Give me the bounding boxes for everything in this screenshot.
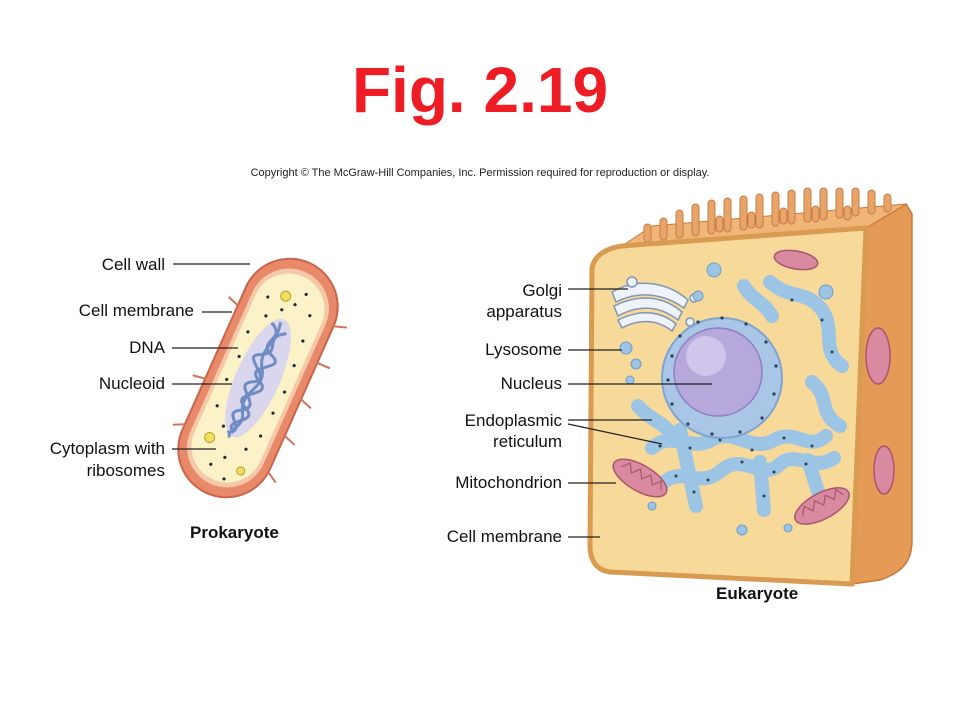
prokaryote-cell bbox=[172, 257, 348, 499]
label-er-line2: reticulum bbox=[493, 432, 562, 451]
dna-strands bbox=[227, 321, 287, 438]
side-mitochondria bbox=[865, 327, 895, 495]
eukaryote-caption: Eukaryote bbox=[716, 584, 799, 603]
nucleus-highlight bbox=[686, 336, 726, 376]
label-cell-wall: Cell wall bbox=[101, 255, 165, 274]
copyright-notice: Copyright © The McGraw-Hill Companies, I… bbox=[250, 167, 710, 179]
label-er-line1: Endoplasmic bbox=[464, 411, 562, 430]
nuclear-pores bbox=[666, 316, 778, 436]
storage-granules bbox=[204, 290, 292, 476]
label-golgi-line2: apparatus bbox=[486, 302, 562, 321]
label-cytoplasm-line1: Cytoplasm with bbox=[49, 439, 165, 458]
ribosomes bbox=[209, 292, 312, 481]
prokaryote-caption: Prokaryote bbox=[190, 523, 279, 542]
eukaryote-cell bbox=[587, 187, 913, 587]
label-mitochondrion: Mitochondrion bbox=[455, 473, 562, 492]
er-ribosome-dots bbox=[658, 298, 834, 498]
label-lysosome: Lysosome bbox=[485, 340, 562, 359]
label-golgi-line1: Golgi bbox=[522, 281, 562, 300]
eukaryote-side-face bbox=[851, 202, 913, 585]
label-dna: DNA bbox=[129, 338, 165, 357]
microvilli bbox=[643, 187, 892, 243]
prokaryote-leader-lines bbox=[172, 263, 250, 450]
figure-title: Fig. 2.19 bbox=[351, 54, 609, 126]
eukaryote-leader-lines bbox=[567, 288, 712, 538]
label-prokaryote-cell-membrane: Cell membrane bbox=[78, 301, 194, 320]
label-nucleus: Nucleus bbox=[500, 374, 562, 393]
endoplasmic-reticulum bbox=[631, 275, 849, 517]
label-nucleoid: Nucleoid bbox=[98, 374, 165, 393]
mitochondria bbox=[612, 249, 850, 525]
label-cytoplasm-line2: ribosomes bbox=[86, 461, 165, 480]
label-eukaryote-cell-membrane: Cell membrane bbox=[446, 527, 562, 546]
lysosomes bbox=[619, 262, 834, 536]
